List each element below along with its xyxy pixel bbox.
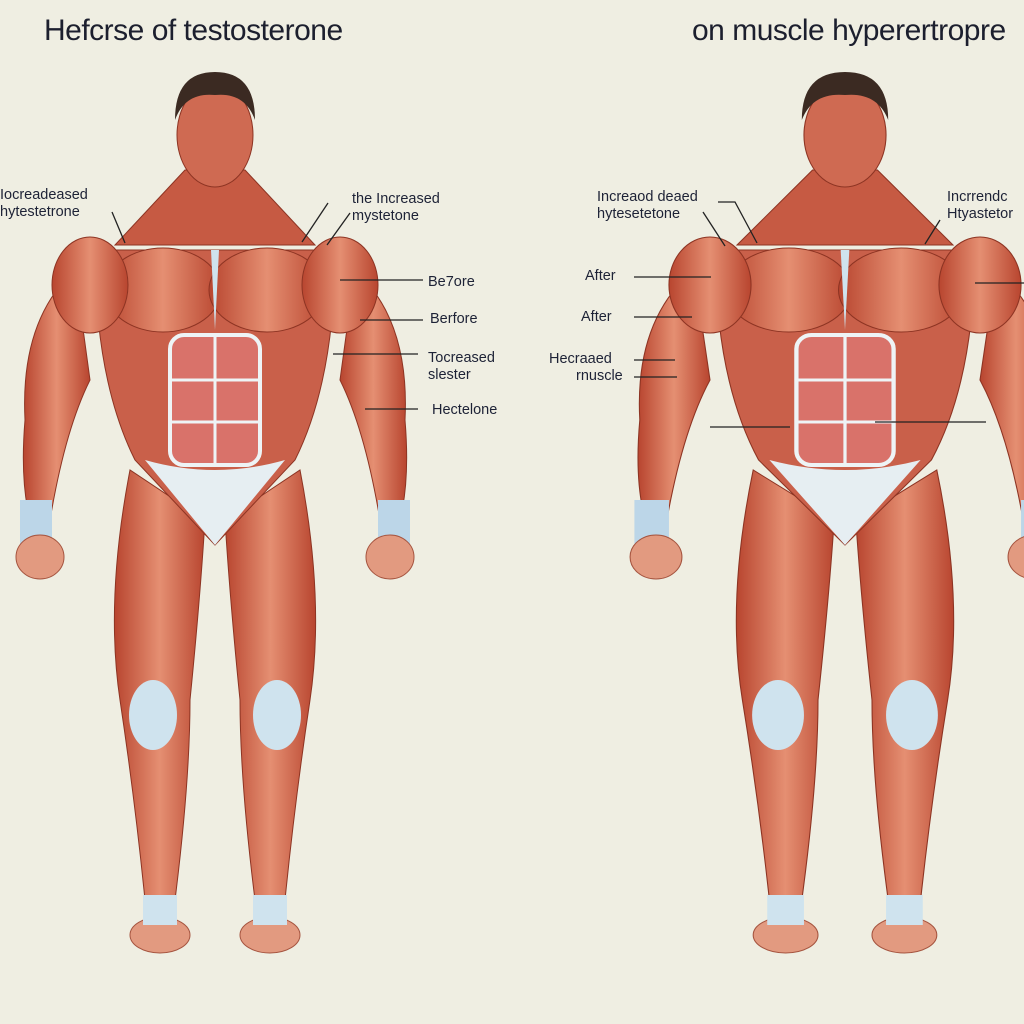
- label-left-4: Berfore: [430, 311, 478, 327]
- label-line: Tocreased: [428, 350, 495, 366]
- title-left: Hefcrse of testosterone: [44, 14, 343, 47]
- label-line: rnuscle: [576, 368, 623, 384]
- label-left-3: Be7ore: [428, 274, 475, 290]
- label-right-4: After: [581, 309, 612, 325]
- label-line: Iocreadeased: [0, 187, 88, 203]
- title-right: on muscle hyperertropre: [692, 14, 1006, 47]
- label-line: Increaod deaed: [597, 189, 698, 205]
- label-line: Hecraaed: [549, 351, 612, 367]
- label-line: slester: [428, 367, 471, 383]
- label-right-3: After: [585, 268, 616, 284]
- label-line: mystetone: [352, 208, 419, 224]
- label-line: the Increased: [352, 191, 440, 207]
- label-line: Incrrendc: [947, 189, 1008, 205]
- label-line: hytesetetone: [597, 206, 681, 222]
- label-line: Htyastetor: [947, 206, 1014, 222]
- label-left-6: Hectelone: [432, 402, 498, 418]
- label-line: hytestetrone: [0, 204, 80, 220]
- leader-lines: [111, 201, 1024, 428]
